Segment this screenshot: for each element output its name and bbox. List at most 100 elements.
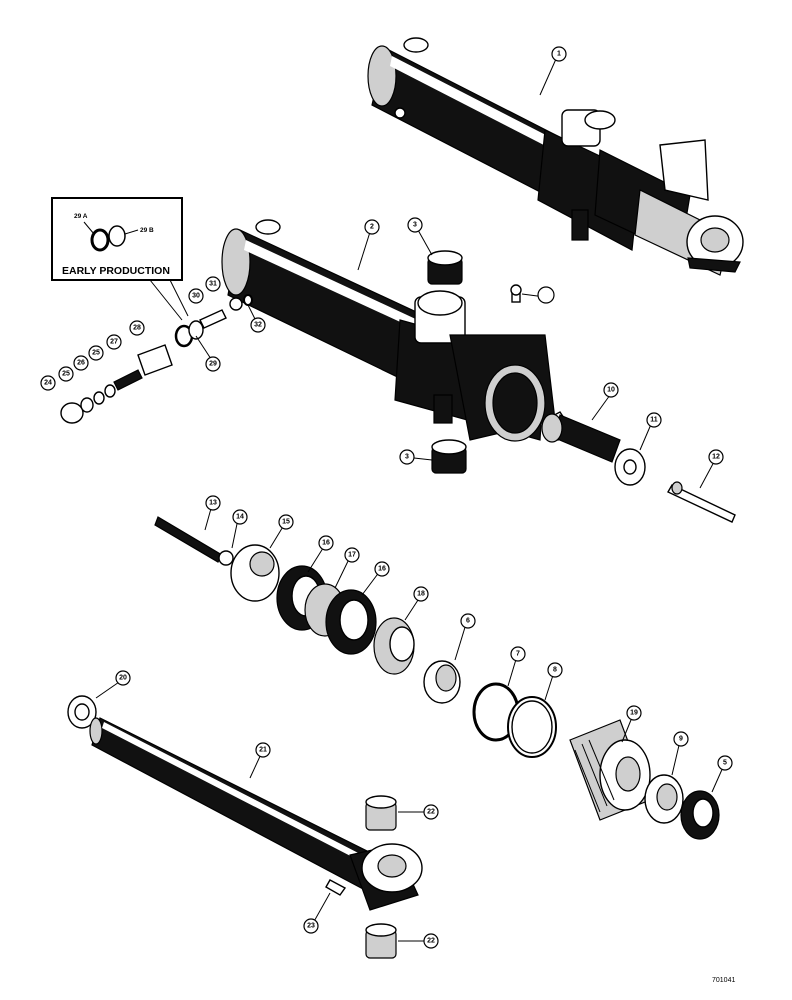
- inset-label-29a: 29 A: [74, 213, 88, 220]
- svg-text:15: 15: [282, 519, 290, 526]
- svg-text:14: 14: [236, 514, 244, 521]
- part-23-grease-fitting: [325, 879, 347, 896]
- svg-text:5: 5: [723, 760, 727, 767]
- svg-text:22: 22: [427, 809, 435, 816]
- svg-text:9: 9: [679, 736, 683, 743]
- svg-text:7: 7: [516, 651, 520, 658]
- part-14-ball: [218, 550, 234, 566]
- inset-label-29b: 29 B: [140, 227, 154, 234]
- leader-lines: [95, 58, 725, 942]
- callout-16-second: 16: [374, 561, 390, 577]
- callout-18: 18: [413, 586, 429, 602]
- svg-text:11: 11: [650, 417, 658, 424]
- callout-27: 27: [106, 334, 122, 350]
- part-21-piston-rod: [89, 717, 423, 911]
- part-12-needle: [667, 481, 736, 523]
- callout-6: 6: [460, 613, 476, 629]
- svg-text:13: 13: [209, 500, 217, 507]
- part-1-cylinder-assembly: [367, 37, 744, 276]
- callout-9: 9: [673, 731, 689, 747]
- valve-parts-24-32: [60, 294, 253, 424]
- part-19-gland: [569, 719, 651, 821]
- part-8-backup-ring: [507, 696, 557, 758]
- callout-1: 1: [551, 46, 567, 62]
- part-16-17-piston-seals: [276, 565, 377, 655]
- callout-25-first: 25: [58, 366, 74, 382]
- callout-8: 8: [547, 662, 563, 678]
- part-22-bushing-upper: [365, 795, 397, 831]
- part-6-bushing: [423, 660, 461, 704]
- part-9-ring: [644, 774, 684, 824]
- callout-20: 20: [115, 670, 131, 686]
- callout-19: 19: [626, 705, 642, 721]
- part-20-washer: [67, 695, 97, 729]
- svg-text:30: 30: [192, 293, 200, 300]
- svg-text:2: 2: [370, 224, 374, 231]
- callout-22-upper: 22: [423, 804, 439, 820]
- svg-text:3: 3: [413, 222, 417, 229]
- svg-text:31: 31: [209, 281, 217, 288]
- callout-3-lower: 3: [399, 449, 415, 465]
- callout-12: 12: [708, 449, 724, 465]
- callout-28: 28: [129, 320, 145, 336]
- svg-text:21: 21: [259, 747, 267, 754]
- svg-text:18: 18: [417, 591, 425, 598]
- svg-text:28: 28: [133, 325, 141, 332]
- part-22-bushing-lower: [365, 923, 397, 959]
- part-5-wiper-seal: [680, 790, 720, 840]
- callout-31: 31: [205, 276, 221, 292]
- svg-text:26: 26: [77, 360, 85, 367]
- part-2-cylinder-barrel: [221, 219, 556, 442]
- part-10-valve-fitting: [541, 411, 621, 463]
- callout-25-second: 25: [88, 345, 104, 361]
- callout-11: 11: [646, 412, 662, 428]
- part-4-grease-fitting: [510, 284, 522, 303]
- callout-21: 21: [255, 742, 271, 758]
- callout-13: 13: [205, 495, 221, 511]
- part-3-bushing-upper: [427, 250, 463, 285]
- svg-text:29: 29: [209, 361, 217, 368]
- callout-4: [537, 286, 555, 304]
- callout-26: 26: [73, 355, 89, 371]
- callout-3-upper: 3: [407, 217, 423, 233]
- callout-10: 10: [603, 382, 619, 398]
- svg-text:24: 24: [44, 380, 52, 387]
- svg-text:32: 32: [254, 322, 262, 329]
- svg-text:19: 19: [630, 710, 638, 717]
- svg-text:25: 25: [62, 371, 70, 378]
- callout-7: 7: [510, 646, 526, 662]
- part-15-cup: [230, 544, 280, 602]
- svg-text:23: 23: [307, 923, 315, 930]
- callout-29: 29: [205, 356, 221, 372]
- svg-text:1: 1: [557, 51, 561, 58]
- svg-text:12: 12: [712, 454, 720, 461]
- svg-text:27: 27: [110, 339, 118, 346]
- svg-text:16: 16: [378, 566, 386, 573]
- svg-text:6: 6: [466, 618, 470, 625]
- callout-15: 15: [278, 514, 294, 530]
- callout-23: 23: [303, 918, 319, 934]
- callout-5: 5: [717, 755, 733, 771]
- svg-text:8: 8: [553, 667, 557, 674]
- inset-title: EARLY PRODUCTION: [62, 265, 170, 277]
- svg-text:16: 16: [322, 540, 330, 547]
- svg-text:20: 20: [119, 675, 127, 682]
- part-11-washer: [614, 448, 646, 486]
- part-3-bushing-lower: [431, 439, 467, 474]
- part-13-spring: [154, 516, 223, 563]
- callout-22-lower: 22: [423, 933, 439, 949]
- drawing-number: 701041: [712, 977, 735, 984]
- svg-text:17: 17: [348, 552, 356, 559]
- svg-text:22: 22: [427, 938, 435, 945]
- early-production-inset: 29 A 29 B EARLY PRODUCTION: [51, 197, 189, 321]
- svg-text:10: 10: [607, 387, 615, 394]
- callout-14: 14: [232, 509, 248, 525]
- callout-17: 17: [344, 547, 360, 563]
- callout-32: 32: [250, 317, 266, 333]
- callout-16-first: 16: [318, 535, 334, 551]
- callout-24: 24: [40, 375, 56, 391]
- part-18-piston-ring: [373, 617, 415, 675]
- callout-2: 2: [364, 219, 380, 235]
- svg-text:3: 3: [405, 454, 409, 461]
